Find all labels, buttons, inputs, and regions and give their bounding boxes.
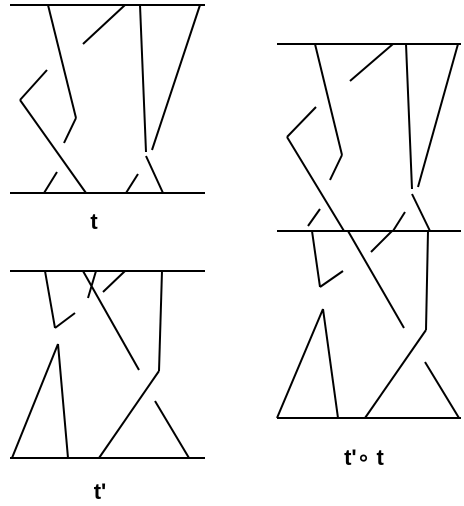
t-strand-segment-5: [19, 99, 87, 194]
composition-strand-segment-13: [347, 230, 405, 329]
composition-strand-segment-12: [319, 270, 344, 288]
composition-strands: [276, 43, 460, 419]
tangle-t: [10, 4, 205, 194]
composition-strand-segment-16: [364, 329, 427, 419]
composition-strand-segment-15: [425, 230, 429, 331]
composition-strand-segment-11: [311, 230, 321, 288]
composition-strand-segment-19: [424, 361, 460, 419]
tangle-composition: [276, 43, 461, 419]
t-strand-segment-6: [139, 4, 147, 153]
label-t: t: [90, 209, 98, 234]
composition-strand-segment-14: [370, 230, 393, 253]
composition-strand-segment-3: [349, 43, 394, 82]
composition-strand-segment-9: [392, 211, 406, 232]
composition-strand-segment-8: [307, 208, 321, 227]
label-t-prime: t': [94, 479, 107, 504]
composition-strand-segment-4: [286, 106, 317, 138]
composition-strand-segment-7: [417, 43, 459, 188]
t-prime-strand-segment-6: [158, 270, 163, 372]
composition-strand-segment-1: [314, 43, 343, 156]
t-prime-strand-segment-10: [154, 400, 190, 459]
composition-strand-segment-17: [322, 308, 339, 419]
t-strand-segment-2: [63, 117, 77, 144]
t-strand-segment-7: [151, 4, 201, 151]
t-strand-segment-9: [125, 173, 139, 194]
t-prime-strand-segment-5: [87, 270, 97, 299]
composition-strand-segment-6: [405, 43, 413, 190]
t-prime-strands: [11, 270, 190, 459]
t-prime-strand-segment-3: [82, 270, 140, 371]
t-prime-strand-segment-4: [102, 270, 126, 293]
composition-strand-segment-18: [276, 308, 324, 419]
t-prime-strand-segment-7: [98, 370, 160, 459]
t-strand-segment-4: [19, 69, 48, 101]
composition-strand-segment-5: [286, 136, 345, 232]
t-strand-segment-10: [145, 155, 164, 194]
t-prime-strand-segment-8: [57, 343, 69, 459]
t-prime-strand-segment-2: [54, 312, 76, 329]
t-prime-strand-segment-9: [11, 343, 59, 459]
t-prime-strand-segment-1: [44, 270, 56, 329]
composition-strand-segment-10: [411, 193, 431, 232]
composition-strand-segment-2: [329, 154, 343, 181]
label-composition: t'∘ t: [344, 445, 384, 470]
t-strand-segment-1: [47, 4, 77, 119]
t-strands: [19, 4, 201, 194]
tangle-t-prime: [10, 270, 205, 459]
t-strand-segment-3: [82, 4, 126, 45]
t-strand-segment-8: [43, 171, 58, 194]
